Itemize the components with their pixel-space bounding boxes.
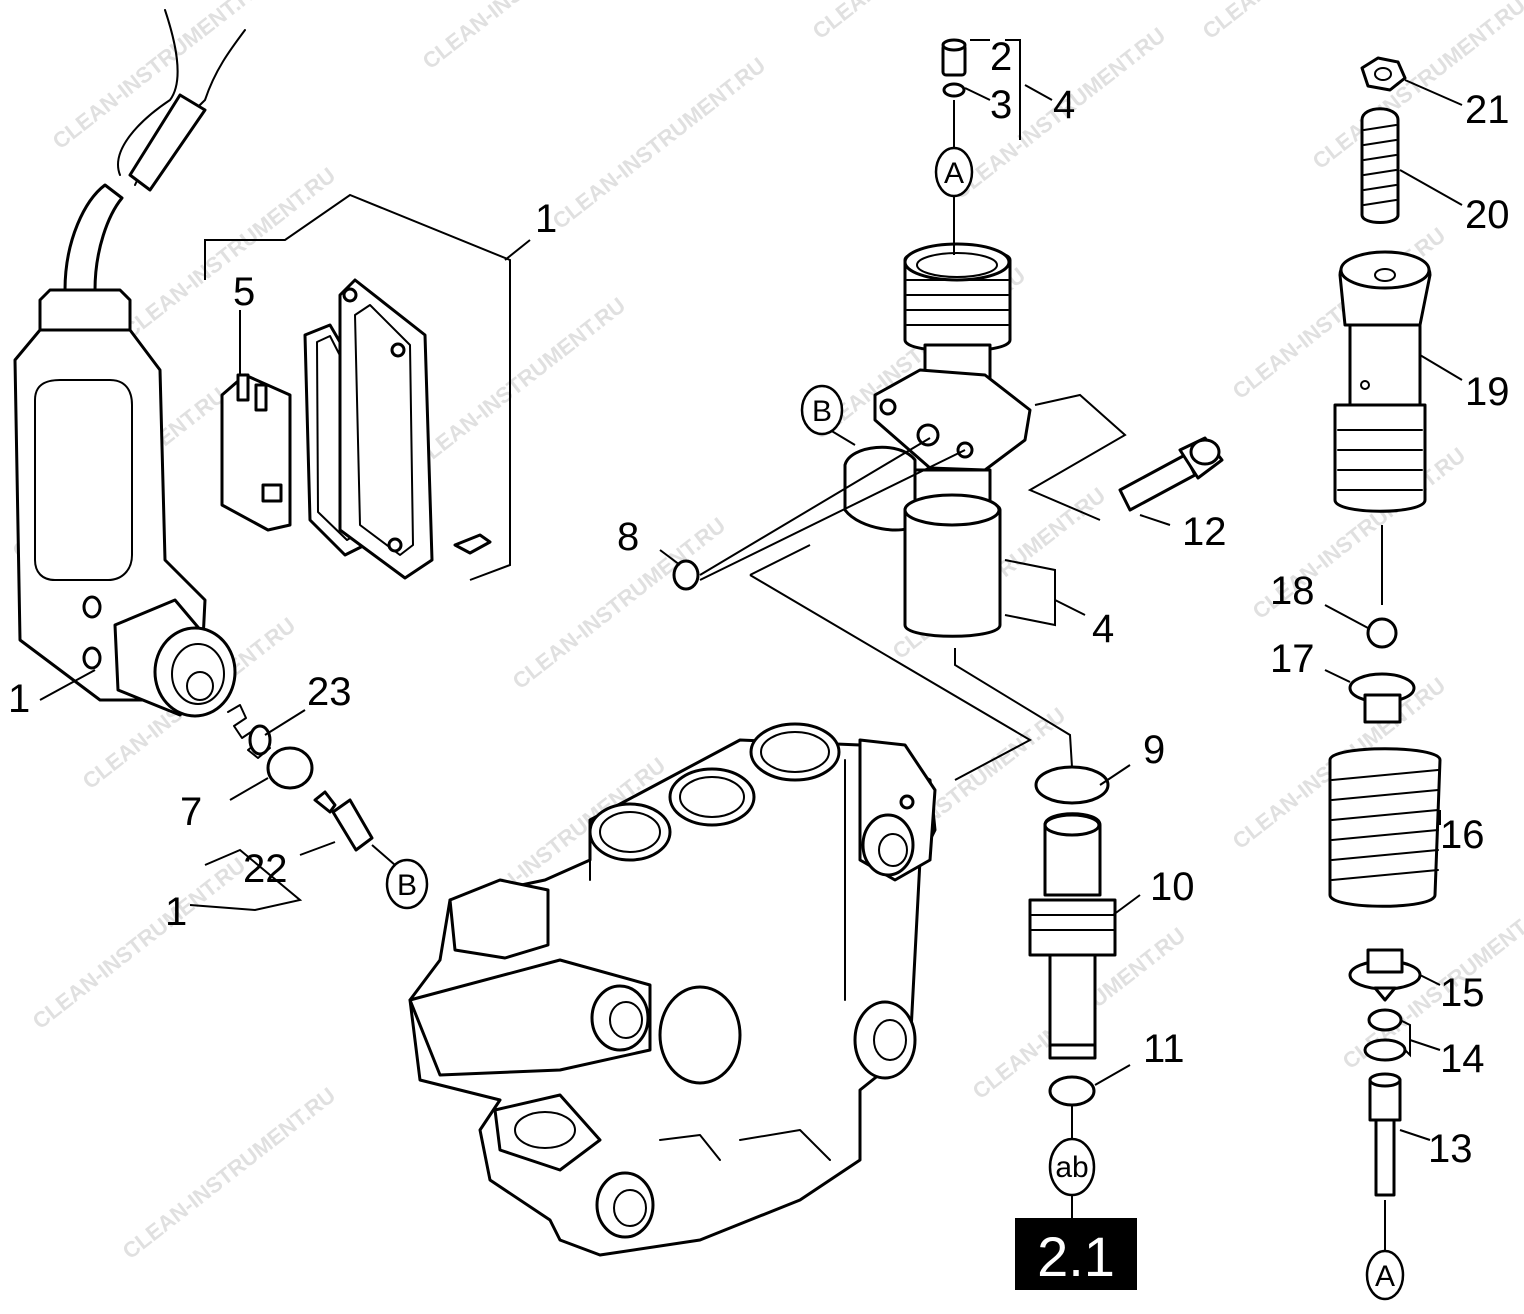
callout-1-top: 1	[535, 197, 557, 241]
watermark-text: CLEAN-INSTRUMENT.RU	[118, 1082, 340, 1263]
svg-text:ab: ab	[1055, 1151, 1088, 1184]
callout-11: 11	[1143, 1027, 1185, 1071]
svg-text:B: B	[812, 395, 832, 428]
ref-circle-ab: ab	[1048, 1137, 1096, 1197]
switch-cover-kit	[204, 193, 511, 581]
callout-4-top: 4	[1053, 83, 1075, 127]
callout-10: 10	[1150, 865, 1195, 909]
plunger-part-13	[1368, 1072, 1402, 1197]
callout-21: 21	[1465, 88, 1510, 132]
adjusting-screw-part-19	[1333, 250, 1432, 513]
threaded-rod-part-20	[1360, 107, 1400, 224]
callout-1-bottom: 1	[165, 890, 187, 934]
spring-part-23	[227, 704, 272, 759]
pressure-switch-housing	[13, 9, 246, 718]
ball-part-18	[1366, 617, 1398, 649]
callout-18: 18	[1270, 569, 1315, 613]
callout-9: 9	[1143, 728, 1165, 772]
piston-part-15	[1348, 948, 1422, 1002]
ref-circle-a-top: A	[934, 146, 974, 198]
svg-text:B: B	[397, 869, 417, 902]
callout-14: 14	[1440, 1037, 1485, 1081]
seat-part-17	[1348, 672, 1416, 724]
ref-circle-b-left: B	[385, 858, 429, 910]
callout-22: 22	[243, 847, 288, 891]
callout-5: 5	[233, 270, 255, 314]
callout-4-mid: 4	[1092, 607, 1114, 651]
callout-8: 8	[617, 515, 639, 559]
svg-text:2.1: 2.1	[1037, 1225, 1115, 1288]
callout-12: 12	[1182, 510, 1227, 554]
ring-part-3	[942, 82, 966, 98]
ref-circle-b-upper: B	[800, 384, 844, 436]
callout-15: 15	[1440, 971, 1485, 1015]
watermark-text: CLEAN-INSTRUMENT.RU	[28, 852, 250, 1033]
callout-13: 13	[1428, 1127, 1473, 1171]
callout-3: 3	[990, 83, 1012, 127]
sleeve-part-10	[1028, 812, 1117, 1060]
callout-19: 19	[1465, 370, 1510, 414]
watermark-text: CLEAN-INSTRUMENT.RU	[1198, 0, 1420, 44]
watermark-text: CLEAN-INSTRUMENT.RU	[408, 292, 630, 473]
svg-text:A: A	[1375, 1260, 1395, 1293]
pin-part-22	[313, 790, 374, 852]
watermark-text: CLEAN-INSTRUMENT.RU	[418, 0, 640, 74]
cap-part-2	[941, 38, 967, 77]
callout-labels: 1 1 1 2 3 4 4 5 7 8 9 10 11 12 13 14 15 …	[8, 35, 1510, 1171]
callout-1-left: 1	[8, 677, 30, 721]
callout-2: 2	[990, 35, 1012, 79]
callout-23: 23	[307, 670, 352, 714]
o-ring-part-11	[1048, 1075, 1096, 1107]
pump-head-block	[408, 722, 937, 1257]
nut-part-21	[1360, 56, 1407, 92]
watermark-text: CLEAN-INSTRUMENT.RU	[1308, 0, 1524, 174]
callout-17: 17	[1270, 637, 1315, 681]
callout-20: 20	[1465, 193, 1510, 237]
o-ring-part-8	[672, 559, 700, 591]
spring-part-16	[1328, 747, 1442, 908]
callout-16: 16	[1440, 813, 1485, 857]
o-ring-part-9	[1034, 765, 1110, 805]
screw-part-12	[1118, 436, 1224, 512]
watermark-text: CLEAN-INSTRUMENT.RU	[548, 52, 770, 233]
seal-part-14	[1363, 1008, 1407, 1062]
section-badge: 2.1	[1015, 1218, 1137, 1290]
leader-lines	[39, 39, 1463, 1250]
callout-7: 7	[180, 790, 202, 834]
ref-circle-a-bottom: A	[1365, 1249, 1405, 1301]
svg-text:A: A	[944, 157, 964, 190]
o-ring-part-7	[266, 746, 314, 790]
